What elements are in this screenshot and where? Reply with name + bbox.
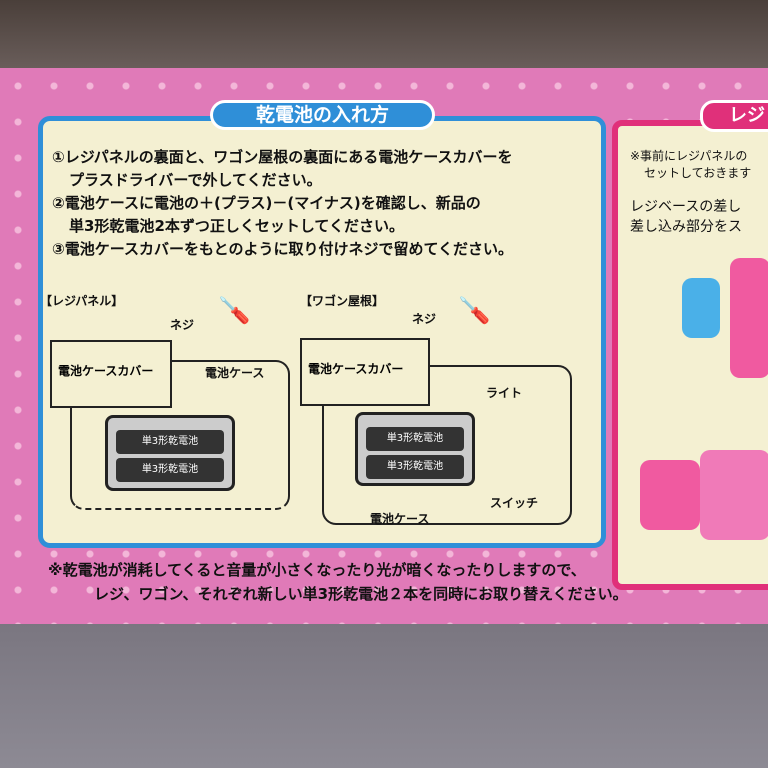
step-3: ③電池ケースカバーをもとのように取り付けネジで留めてください。	[52, 240, 514, 258]
right-panel-title: レジ	[700, 100, 768, 132]
diagram-right-heading: 【ワゴン屋根】	[300, 294, 385, 308]
light-label: ライト	[486, 386, 523, 400]
note-line: ※乾電池が消耗してくると音量が小さくなったり光が暗くなったりしますので、	[48, 561, 586, 579]
battery: 単3形乾電池	[366, 427, 464, 451]
battery-note: ※乾電池が消耗してくると音量が小さくなったり光が暗くなったりしますので、 レジ、…	[48, 558, 628, 606]
screw-label: ネジ	[412, 312, 437, 326]
battery-cover: 電池ケースカバー	[300, 338, 430, 406]
note-line: レジ、ワゴン、それぞれ新しい単3形乾電池２本を同時にお取り替えください。	[94, 585, 628, 603]
battery: 単3形乾電池	[116, 458, 224, 482]
switch-label: スイッチ	[490, 496, 539, 510]
background-top	[0, 0, 768, 72]
battery-case: 単3形乾電池 単3形乾電池	[105, 415, 235, 491]
background-bottom	[0, 622, 768, 768]
battery: 単3形乾電池	[366, 455, 464, 479]
right-panel-note: ※事前にレジパネルの セットしておきます	[630, 148, 751, 182]
note-line: ※事前にレジパネルの	[630, 149, 748, 163]
case-label: 電池ケース	[370, 512, 430, 526]
wagon-roof-outline	[322, 365, 572, 525]
right-panel-text: レジベースの差し 差し込み部分をス	[630, 197, 742, 237]
text-line: 差し込み部分をス	[630, 219, 742, 235]
panel-title: 乾電池の入れ方	[210, 100, 435, 130]
battery-case: 単3形乾電池 単3形乾電池	[355, 412, 475, 486]
instruction-steps: ①レジパネルの裏面と、ワゴン屋根の裏面にある電池ケースカバーを プラスドライバー…	[52, 146, 513, 261]
screw-label: ネジ	[170, 318, 195, 332]
toy-phone	[640, 460, 700, 530]
toy-scanner	[682, 278, 720, 338]
toy-register-base	[700, 450, 768, 540]
note-line: セットしておきます	[644, 166, 752, 180]
diagram-left-heading: 【レジパネル】	[40, 294, 124, 308]
step-2: ②電池ケースに電池の＋(プラス)－(マイナス)を確認し、新品の	[52, 194, 481, 212]
battery: 単3形乾電池	[116, 430, 224, 454]
case-label: 電池ケース	[205, 366, 265, 380]
screwdriver-icon: 🪛	[218, 296, 251, 326]
screwdriver-icon: 🪛	[458, 296, 491, 326]
step-2-cont: 単3形乾電池2本ずつ正しくセットしてください。	[69, 217, 404, 235]
step-1-cont: プラスドライバーで外してください。	[69, 171, 322, 189]
text-line: レジベースの差し	[630, 199, 742, 215]
step-1: ①レジパネルの裏面と、ワゴン屋根の裏面にある電池ケースカバーを	[52, 148, 513, 166]
toy-register	[730, 258, 768, 378]
battery-cover: 電池ケースカバー	[50, 340, 172, 408]
register-panel-outline	[70, 360, 290, 510]
